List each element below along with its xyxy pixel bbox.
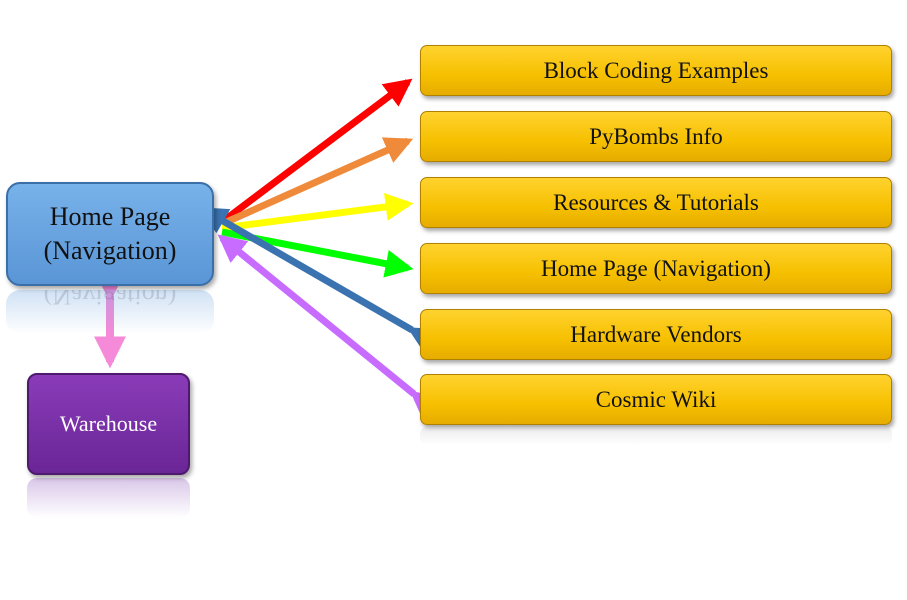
arrow-to-block-coding [219,78,413,225]
target-home-page-navigation: Home Page (Navigation) [420,243,892,294]
arrow-cosmic-to-home [217,234,441,419]
target-label: Cosmic Wiki [595,386,717,412]
warehouse-node-label: Warehouse [59,411,158,436]
target-label: PyBombs Info [589,123,723,149]
home-page-node-line2: (Navigation) [43,236,177,265]
target-label: Home Page (Navigation) [541,255,771,281]
home-page-reflection-text: (Navigation) [43,290,177,310]
target-cosmic-wiki: Cosmic Wiki [420,374,892,425]
target-reflection [420,427,892,445]
warehouse-node: Warehouse [27,373,190,475]
target-pybombs-info: PyBombs Info [420,111,892,162]
target-label: Hardware Vendors [570,321,742,347]
target-label: Block Coding Examples [543,57,769,83]
target-label: Resources & Tutorials [553,189,759,215]
home-page-node-line1: Home Page [49,202,171,232]
home-page-reflection: (Navigation) [6,290,214,334]
arrow-to-resources [221,192,414,232]
target-block-coding-examples: Block Coding Examples [420,45,892,96]
target-resources-tutorials: Resources & Tutorials [420,177,892,228]
target-hardware-vendors: Hardware Vendors [420,309,892,360]
warehouse-reflection [27,478,190,518]
home-page-node: Home Page (Navigation) [6,182,214,286]
